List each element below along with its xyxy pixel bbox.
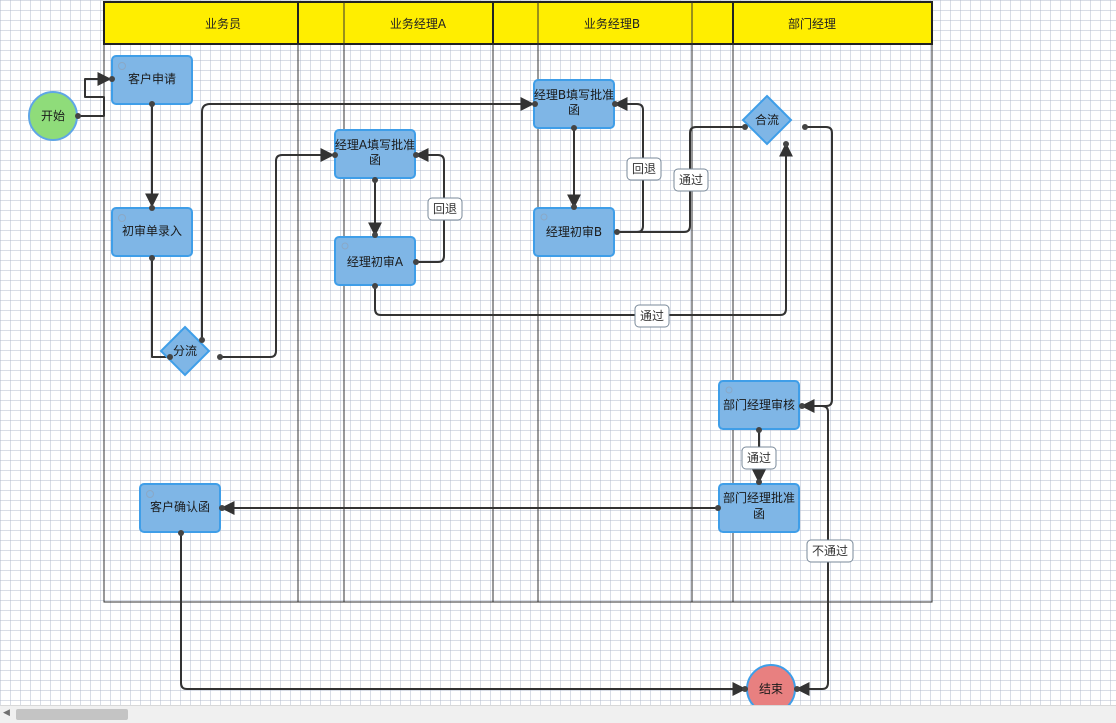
lane-header-manager-a[interactable] [297,1,494,45]
label-text: 回退 [433,202,457,216]
edge-label-pass-b[interactable]: 通过 [673,168,709,192]
edge-label-return-a[interactable]: 回退 [427,197,463,221]
label-text: 通过 [640,309,664,323]
label-text: 不通过 [812,544,848,558]
edge-merge-to-dept-review[interactable] [800,126,833,413]
task-label-line2: 函 [568,103,580,117]
task-label: 经理初审B [546,224,602,239]
task-manager-a-fill[interactable]: 经理A填写批准 函 [334,129,416,179]
edges [78,72,833,696]
nodes: 开始 客户申请 初审单录入 分流 经理A填写批准 函 经 [28,55,800,705]
label-text: 通过 [747,451,771,465]
edge-label-not-pass[interactable]: 不通过 [806,539,854,563]
gateway-label: 分流 [173,344,197,358]
scroll-left-arrow-icon[interactable]: ◀ [3,708,10,718]
edge-confirm-to-end[interactable] [180,533,747,696]
end-label: 结束 [759,682,783,696]
edge-label-pass-a[interactable]: 通过 [634,304,670,328]
end-event[interactable]: 结束 [746,664,796,705]
edge-label-return-b[interactable]: 回退 [626,157,662,181]
task-label: 客户申请 [128,71,176,86]
task-label-line1: 经理A填写批准 [335,137,415,152]
edge-entry-to-split[interactable] [151,258,170,358]
task-label: 初审单录入 [122,223,182,238]
gear-icon [118,214,126,222]
task-label: 经理初审A [347,254,404,269]
lane-title-salesperson: 业务员 [205,16,241,31]
task-dept-manager-review[interactable]: 部门经理审核 [718,380,800,430]
task-label-line2: 函 [369,153,381,167]
lane-header-salesperson[interactable] [103,1,299,45]
gateway-merge[interactable]: 合流 [741,94,793,146]
lane-title-manager-b: 业务经理B [584,16,640,31]
lane-title-dept-manager: 部门经理 [788,16,836,31]
edge-start-to-apply[interactable] [78,72,112,117]
task-first-review-entry[interactable]: 初审单录入 [111,207,193,257]
lane-title-manager-a: 业务经理A [390,16,447,31]
task-manager-b-review[interactable]: 经理初审B [533,207,615,257]
search-icon [341,242,349,250]
task-label: 部门经理审核 [723,397,795,412]
edge-review-a-pass[interactable] [374,142,793,316]
task-customer-confirm[interactable]: 客户确认函 [139,483,221,533]
flowchart-canvas: 业务员 业务经理A 业务经理B 部门经理 开始 客户申请 [28,1,933,705]
task-manager-a-review[interactable]: 经理初审A [334,236,416,286]
gear-icon [118,62,126,70]
task-label-line1: 经理B填写批准 [534,87,614,102]
edge-labels: 回退 回退 通过 通过 通过 不通过 [427,157,854,563]
edge-label-pass-dept[interactable]: 通过 [741,446,777,470]
scrollbar-thumb[interactable] [16,709,128,720]
start-event[interactable]: 开始 [28,91,78,141]
label-text: 通过 [679,173,703,187]
horizontal-scrollbar[interactable]: ◀ [0,705,1116,723]
search-icon [725,386,733,394]
task-label-line1: 部门经理批准 [723,490,795,505]
gateway-split[interactable]: 分流 [159,325,211,377]
lane-header-manager-b[interactable] [492,1,734,45]
connection-ports [75,76,808,692]
start-label: 开始 [41,109,65,123]
lane-header-dept-manager[interactable] [732,1,933,45]
gateway-label: 合流 [755,112,779,127]
edge-split-to-manager-a[interactable] [220,148,335,358]
task-dept-manager-approve[interactable]: 部门经理批准 函 [718,483,800,533]
task-label: 客户确认函 [150,499,210,514]
task-customer-apply[interactable]: 客户申请 [111,55,193,105]
gear-icon [146,490,154,498]
swimlane-pool: 业务员 业务经理A 业务经理B 部门经理 [103,1,933,603]
edge-split-to-manager-b[interactable] [201,97,535,340]
label-text: 回退 [632,162,656,176]
task-manager-b-fill[interactable]: 经理B填写批准 函 [533,79,615,129]
search-icon [540,213,548,221]
task-label-line2: 函 [753,507,765,521]
